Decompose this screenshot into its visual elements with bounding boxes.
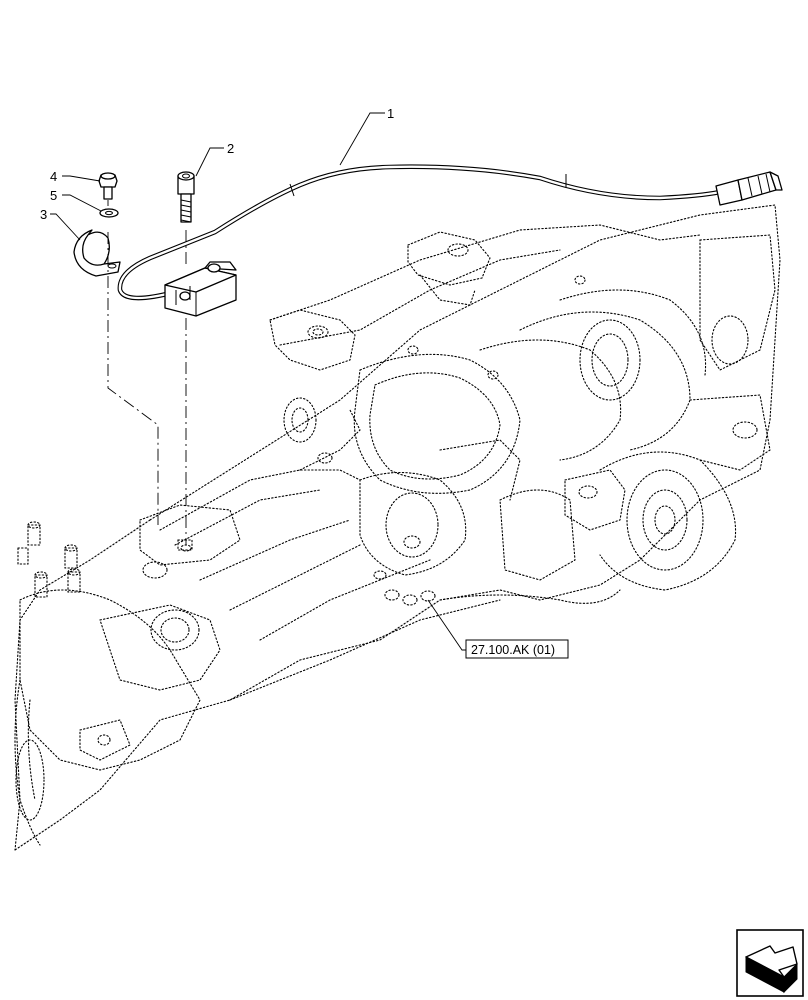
- reference-label[interactable]: 27.100.AK (01): [471, 643, 555, 657]
- callout-1[interactable]: 1: [387, 106, 394, 121]
- callout-2[interactable]: 2: [227, 141, 234, 156]
- speed-sensor[interactable]: [164, 261, 237, 317]
- mounting-hole: [180, 544, 192, 552]
- p-clip[interactable]: [73, 229, 121, 277]
- navigation-arrow-icon[interactable]: [736, 929, 804, 997]
- sensor-harness[interactable]: [117, 164, 783, 301]
- cap-screw[interactable]: [177, 171, 195, 223]
- washer[interactable]: [99, 208, 119, 218]
- callout-leaders: [50, 112, 466, 651]
- assembly-lines: [107, 200, 187, 545]
- harness-connector[interactable]: [715, 171, 783, 206]
- reference-link[interactable]: 27.100.AK (01): [465, 639, 569, 659]
- left-studs: [17, 521, 81, 598]
- hex-bolt[interactable]: [98, 172, 118, 200]
- callout-5[interactable]: 5: [50, 188, 57, 203]
- callout-4[interactable]: 4: [50, 169, 57, 184]
- callout-labels: 1 2 3 4 5: [40, 106, 394, 222]
- transmission-housing: [14, 204, 781, 851]
- callout-3[interactable]: 3: [40, 207, 47, 222]
